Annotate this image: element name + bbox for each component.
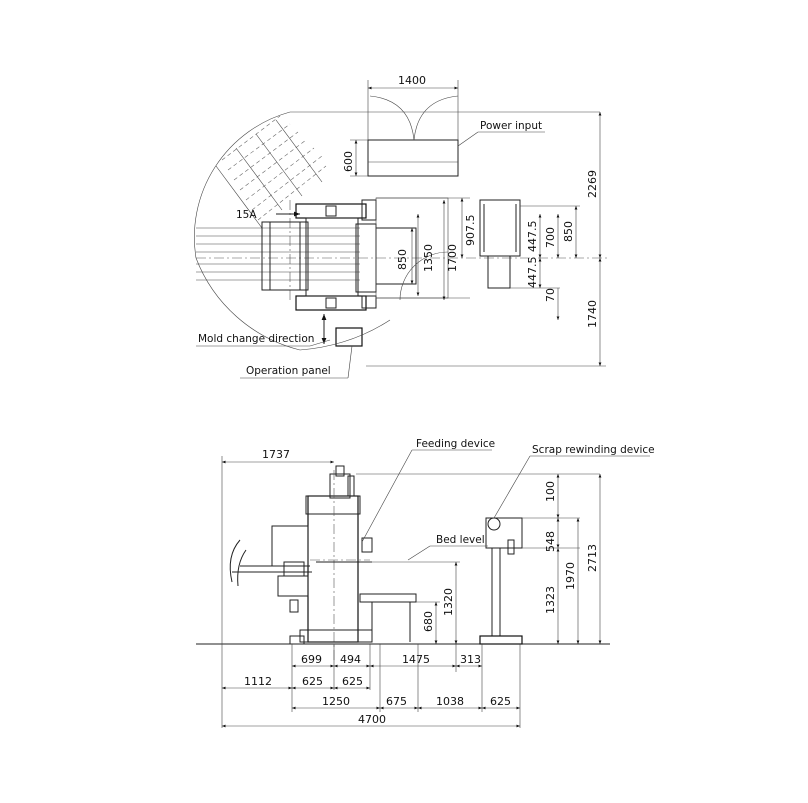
top-view: [194, 80, 610, 379]
dim-1323: 1323: [544, 586, 557, 614]
dim-70: 70: [544, 288, 557, 302]
dim-600: 600: [342, 151, 355, 172]
dim-494: 494: [340, 653, 361, 666]
label-feeding-device: Feeding device: [416, 438, 495, 450]
dim-313: 313: [460, 653, 481, 666]
dim-850-inner: 850: [396, 249, 409, 270]
dim-700: 700: [544, 227, 557, 248]
dim-2269: 2269: [586, 170, 599, 198]
dim-907-5: 907.5: [464, 215, 477, 247]
label-15a: 15A: [236, 209, 257, 221]
stock-lines: [196, 227, 360, 281]
dim-447-5-bot: 447.5: [526, 257, 539, 289]
dim-1320: 1320: [442, 588, 455, 616]
label-bed-level: Bed level: [436, 534, 485, 546]
dim-699: 699: [301, 653, 322, 666]
label-scrap-rewinding-device: Scrap rewinding device: [532, 444, 655, 456]
side-view: [196, 449, 650, 728]
label-power-input: Power input: [480, 120, 542, 132]
dim-1700: 1700: [446, 244, 459, 272]
dim-1350: 1350: [422, 244, 435, 272]
dim-625-b: 625: [342, 675, 363, 688]
dim-4700: 4700: [358, 713, 386, 726]
label-operation-panel: Operation panel: [246, 365, 331, 377]
dim-100: 100: [544, 481, 557, 502]
dim-1737: 1737: [262, 448, 290, 461]
dim-1038: 1038: [436, 695, 464, 708]
dim-625-a: 625: [302, 675, 323, 688]
dim-850-side: 850: [562, 221, 575, 242]
dim-548: 548: [544, 531, 557, 552]
dim-2713: 2713: [586, 544, 599, 572]
dim-1475: 1475: [402, 653, 430, 666]
dim-447-5-top: 447.5: [526, 221, 539, 253]
dim-1970: 1970: [564, 562, 577, 590]
dim-675: 675: [386, 695, 407, 708]
dim-1112: 1112: [244, 675, 272, 688]
dim-1740: 1740: [586, 300, 599, 328]
swung-reel: [215, 115, 327, 229]
dim-1250: 1250: [322, 695, 350, 708]
dim-1400: 1400: [398, 74, 426, 87]
label-mold-change-direction: Mold change direction: [198, 333, 314, 345]
dim-680: 680: [422, 611, 435, 632]
dim-625-c: 625: [490, 695, 511, 708]
